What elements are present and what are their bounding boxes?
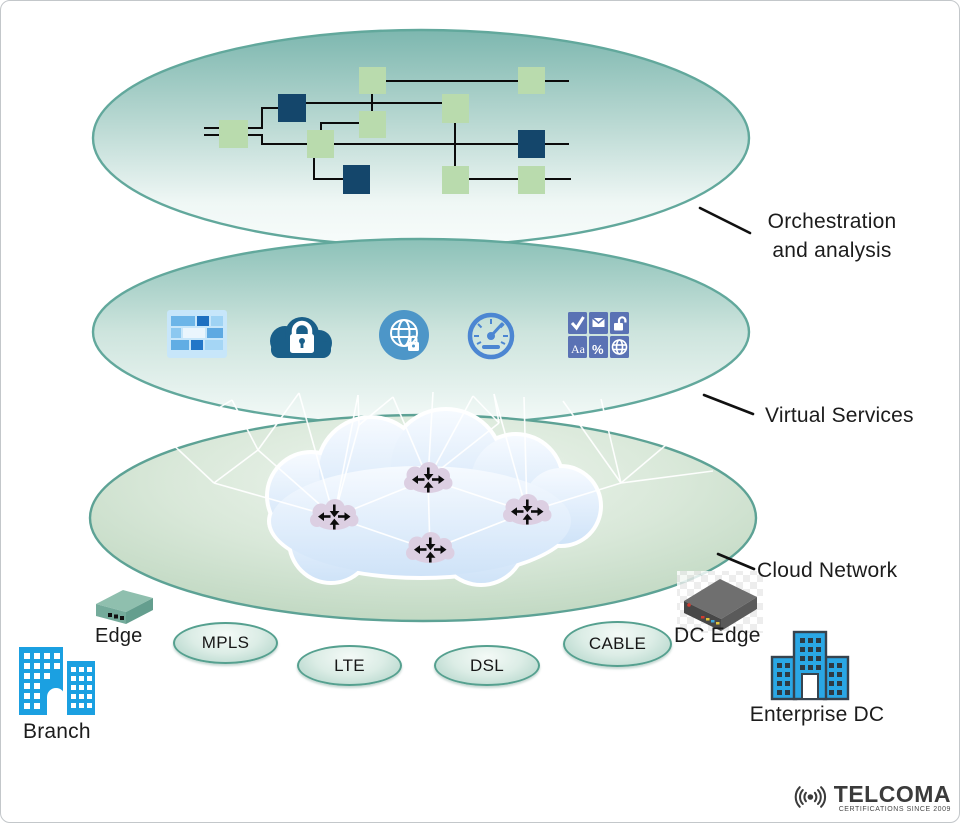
enterprise-dc-building-icon (770, 630, 850, 701)
logo-brand-text: TELCOMA (833, 780, 951, 807)
orchestration-layer-ellipse (91, 28, 751, 248)
orchestration-topology (204, 67, 571, 194)
mpls-label: MPLS (201, 633, 250, 652)
dc-edge-device-label: DC Edge (674, 624, 761, 647)
telcoma-logo: TELCOMA CERTIFICATIONS SINCE 2009 (789, 775, 951, 819)
secure-cloud-icon (270, 317, 332, 358)
svg-text:%: % (592, 342, 604, 357)
branch-building-icon (19, 647, 95, 715)
enterprise-dc-label: Enterprise DC (749, 703, 885, 726)
virtual-services-layer-label: Virtual Services (765, 404, 914, 427)
branch-label: Branch (23, 720, 91, 743)
edge-device (96, 590, 153, 624)
orchestration-label-line1: Orchestration (767, 210, 897, 233)
transport-oval-cable: CABLE (563, 621, 672, 667)
gauge-icon (467, 312, 515, 360)
dc-edge-device (677, 571, 763, 633)
dsl-label: DSL (470, 655, 504, 675)
lte-label: LTE (334, 655, 365, 675)
firewall-icon (167, 310, 227, 358)
app-grid-icon: Aa % (568, 312, 629, 358)
radio-waves-icon (794, 786, 827, 808)
secure-globe-icon (379, 310, 429, 360)
svg-text:Aa: Aa (571, 342, 586, 356)
cloud-network-layer-label: Cloud Network (757, 559, 898, 582)
logo-tagline-text: CERTIFICATIONS SINCE 2009 (838, 805, 951, 813)
orchestration-label-line2: and analysis (772, 239, 892, 262)
transport-oval-lte: LTE (297, 645, 402, 686)
transport-oval-mpls: MPLS (173, 622, 278, 664)
edge-device-label: Edge (95, 625, 143, 647)
cable-label: CABLE (588, 634, 647, 653)
orchestration-layer-label: Orchestration and analysis (756, 207, 908, 265)
label-connectors (698, 206, 756, 571)
transport-oval-dsl: DSL (434, 645, 540, 686)
